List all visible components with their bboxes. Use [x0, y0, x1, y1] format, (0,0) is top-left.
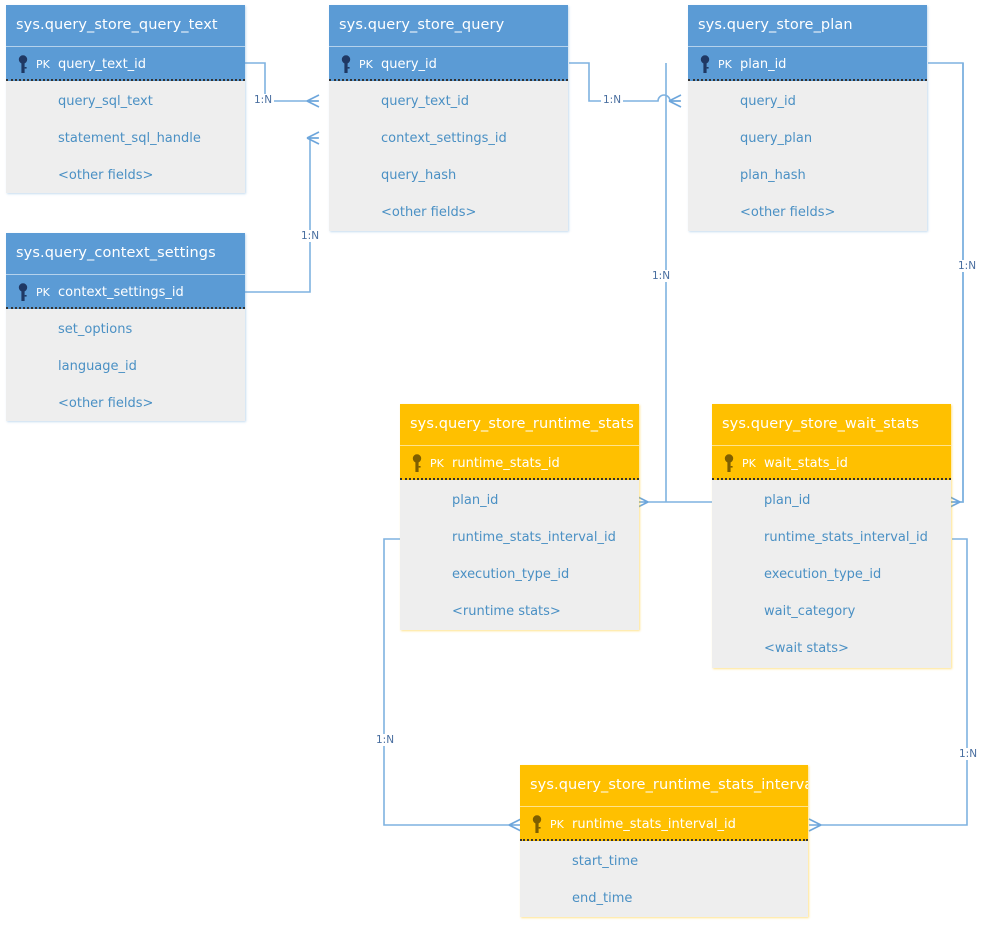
entity-primary-key-row[interactable]: PK runtime_stats_id [400, 445, 639, 480]
entity-field-list: plan_id runtime_stats_interval_id execut… [400, 480, 639, 630]
entity-field: query_text_id [381, 94, 470, 109]
entity-title: sys.query_store_runtime_stats [400, 404, 639, 445]
cardinality-label-query-text-to-query: 1:N [252, 94, 275, 106]
entity-field-list: start_time end_time [520, 841, 808, 917]
key-icon [18, 283, 28, 301]
entity-field-list: query_text_id context_settings_id query_… [329, 81, 568, 231]
pk-badge: PK [742, 457, 756, 470]
pk-badge: PK [359, 58, 373, 71]
entity-field: query_hash [381, 168, 457, 183]
entity-title: sys.query_context_settings [6, 233, 245, 274]
entity-field: language_id [58, 359, 137, 374]
pk-field-name: query_id [381, 57, 437, 72]
entity-field: runtime_stats_interval_id [452, 530, 616, 545]
cardinality-label-plan-to-wait-stats: 1:N [956, 260, 979, 272]
entity-primary-key-row[interactable]: PK runtime_stats_interval_id [520, 806, 808, 841]
cardinality-label-plan-to-runtime-stats: 1:N [650, 270, 673, 282]
connector-context-settings-to-query [245, 137, 318, 293]
entity-title: sys.query_store_wait_stats [712, 404, 951, 445]
entity-query-store-runtime-stats-interval[interactable]: sys.query_store_runtime_stats_interval P… [520, 765, 808, 917]
key-icon [412, 454, 422, 472]
pk-field-name: runtime_stats_id [452, 456, 560, 471]
pk-badge: PK [718, 58, 732, 71]
pk-field-name: context_settings_id [58, 285, 184, 300]
entity-field: statement_sql_handle [58, 131, 201, 146]
pk-badge: PK [36, 286, 50, 299]
pk-field-name: query_text_id [58, 57, 147, 72]
entity-field: <wait stats> [764, 641, 849, 656]
pk-field-name: plan_id [740, 57, 787, 72]
entity-field: wait_category [764, 604, 856, 619]
entity-field: execution_type_id [764, 567, 882, 582]
entity-field-list: set_options language_id <other fields> [6, 309, 245, 422]
pk-badge: PK [36, 58, 50, 71]
pk-badge: PK [550, 818, 564, 831]
pk-field-name: runtime_stats_interval_id [572, 817, 736, 832]
entity-title: sys.query_store_plan [688, 5, 927, 46]
entity-field: <other fields> [58, 396, 154, 411]
entity-primary-key-row[interactable]: PK wait_stats_id [712, 445, 951, 480]
entity-query-store-query-text[interactable]: sys.query_store_query_text PK query_text… [6, 5, 245, 193]
key-icon [700, 55, 710, 73]
entity-field: runtime_stats_interval_id [764, 530, 928, 545]
cardinality-label-query-to-plan: 1:N [601, 94, 624, 106]
entity-title: sys.query_store_runtime_stats_interval [520, 765, 808, 806]
entity-field: set_options [58, 322, 133, 337]
entity-field: plan_id [452, 493, 499, 508]
entity-primary-key-row[interactable]: PK plan_id [688, 46, 927, 81]
entity-query-store-runtime-stats[interactable]: sys.query_store_runtime_stats PK runtime… [400, 404, 639, 630]
entity-query-store-wait-stats[interactable]: sys.query_store_wait_stats PK wait_stats… [712, 404, 951, 668]
entity-field: query_id [740, 94, 796, 109]
entity-title: sys.query_store_query [329, 5, 568, 46]
connector-query-to-plan-hop [655, 94, 680, 102]
entity-field: plan_id [764, 493, 811, 508]
key-icon [532, 815, 542, 833]
connector-plan-to-wait-stats [960, 63, 964, 503]
entity-primary-key-row[interactable]: PK context_settings_id [6, 274, 245, 309]
pk-badge: PK [430, 457, 444, 470]
entity-field: context_settings_id [381, 131, 507, 146]
entity-field: <other fields> [740, 205, 836, 220]
pk-field-name: wait_stats_id [764, 456, 848, 471]
key-icon [18, 55, 28, 73]
entity-field: query_sql_text [58, 94, 153, 109]
cardinality-label-interval-to-runtime-stats: 1:N [374, 734, 397, 746]
entity-query-store-plan[interactable]: sys.query_store_plan PK plan_id query_id… [688, 5, 927, 231]
entity-field: start_time [572, 854, 639, 869]
key-icon [341, 55, 351, 73]
entity-primary-key-row[interactable]: PK query_text_id [6, 46, 245, 81]
cardinality-label-interval-to-wait-stats: 1:N [957, 748, 980, 760]
cardinality-label-context-settings-to-query: 1:N [299, 230, 322, 242]
entity-field-list: query_id query_plan plan_hash <other fie… [688, 81, 927, 231]
entity-primary-key-row[interactable]: PK query_id [329, 46, 568, 81]
entity-query-context-settings[interactable]: sys.query_context_settings PK context_se… [6, 233, 245, 421]
entity-query-store-query[interactable]: sys.query_store_query PK query_id query_… [329, 5, 568, 231]
entity-field-list: query_sql_text statement_sql_handle <oth… [6, 81, 245, 194]
entity-field: <runtime stats> [452, 604, 561, 619]
entity-title: sys.query_store_query_text [6, 5, 245, 46]
entity-field: <other fields> [381, 205, 477, 220]
key-icon [724, 454, 734, 472]
entity-field-list: plan_id runtime_stats_interval_id execut… [712, 480, 951, 667]
entity-field: plan_hash [740, 168, 806, 183]
entity-field: execution_type_id [452, 567, 570, 582]
entity-field: query_plan [740, 131, 813, 146]
entity-field: end_time [572, 891, 633, 906]
entity-field: <other fields> [58, 168, 154, 183]
